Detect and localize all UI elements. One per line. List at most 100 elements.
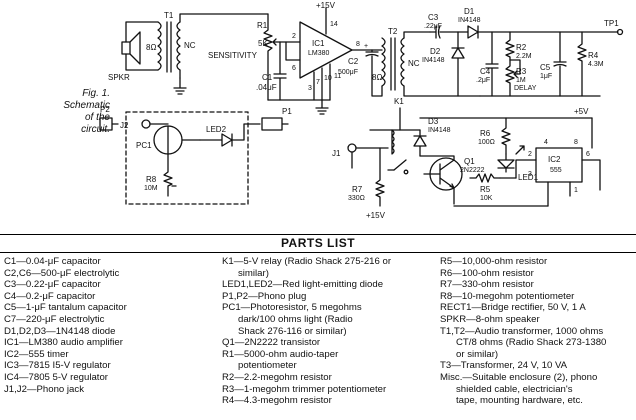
part-entry: R2—2.2-megohm resistor	[222, 371, 332, 383]
c3-value: .22μF	[424, 23, 442, 30]
c4-label: C4	[480, 67, 491, 76]
part-entry: R8—10-megohm potentiometer	[440, 290, 575, 302]
t1-secondary-label: NC	[184, 41, 196, 50]
transformer-t1	[157, 13, 269, 79]
part-entry: R5—10,000-ohm resistor	[440, 256, 548, 267]
capacitor-c4	[485, 31, 499, 97]
c4-value: .2μF	[476, 77, 490, 84]
phono-plug-p2	[99, 117, 119, 131]
r3-name: DELAY	[514, 85, 537, 92]
supply-bottom-label: +15V	[366, 211, 386, 220]
ic1-part: LM380	[308, 50, 330, 57]
r2-label: R2	[516, 43, 527, 52]
parts-list-title: PARTS LIST	[0, 234, 636, 253]
t2-label: T2	[388, 27, 398, 36]
d2-label: D2	[430, 47, 441, 56]
part-entry: P1,P2—Phono plug	[222, 290, 307, 302]
capacitor-c2	[365, 49, 383, 79]
parts-column-1: C1—0.04-μF capacitor C2,C6—500-μF electr…	[4, 256, 209, 395]
p2-label: P2	[100, 105, 110, 114]
parts-column-3: R5—10,000-ohm resistor R6—100-ohm resist…	[440, 256, 634, 407]
j2-label: J2	[120, 121, 129, 130]
part-entry: C7—220-μF electrolytic	[4, 313, 105, 325]
resistor-r4	[559, 31, 601, 97]
ic2-pin6: 6	[586, 151, 590, 158]
part-entry: IC1—LM380 audio amplifier	[4, 337, 123, 349]
part-entry: R1—5000-ohm audio-taper potentiometer	[222, 348, 339, 372]
phono-plug-p1	[261, 117, 289, 131]
r1-label: R1	[257, 21, 268, 30]
part-entry: RECT1—Bridge rectifier, 50 V, 1 A	[440, 302, 586, 314]
r3-label: R3	[516, 67, 527, 76]
r5-value: 10K	[480, 195, 493, 202]
diode-d2	[451, 31, 465, 97]
transformer-t2	[371, 31, 481, 97]
part-entry: T1,T2—Audio transformer, 1000 ohms CT/8 …	[440, 325, 607, 360]
led-led1	[497, 145, 525, 173]
ic2-pin2: 2	[528, 151, 532, 158]
ic2-pin1: 1	[574, 187, 578, 194]
part-entry: IC2—555 timer	[4, 348, 69, 360]
c1-label: C1	[262, 73, 273, 82]
r2-value: 2.2M	[516, 53, 532, 60]
p1-label: P1	[282, 107, 292, 116]
c2-plus: +	[364, 43, 368, 50]
ic2-pin8: 8	[574, 139, 578, 146]
resistor-r7	[375, 147, 385, 207]
supply-top-label: +15V	[316, 1, 336, 10]
d3-label: D3	[428, 117, 439, 126]
part-entry: R4—4.3-megohm resistor	[222, 395, 332, 407]
sensor-assembly	[125, 111, 261, 205]
r5-label: R5	[480, 185, 491, 194]
caption-line: circuit.	[81, 124, 110, 135]
capacitor-c5	[553, 31, 567, 97]
ground-symbol	[173, 77, 187, 95]
jack-j1	[347, 143, 389, 169]
part-entry: D1,D2,D3—1N4148 diode	[4, 325, 116, 337]
t2-primary-label: 8Ω	[372, 73, 382, 82]
part-entry: C4—0.2-μF capacitor	[4, 290, 96, 302]
resistor-r2	[505, 31, 515, 61]
diode-d3	[413, 129, 427, 157]
circuit-schematic: SPKR T1 8Ω NC R1 5K SENSITIVITY C1 .04μF…	[99, 1, 624, 220]
capacitor-c1	[267, 41, 331, 101]
t1-label: T1	[164, 11, 174, 20]
c5-label: C5	[540, 63, 551, 72]
caption-line: of the	[84, 112, 110, 123]
t2-secondary-label: NC	[408, 59, 420, 68]
part-entry: T3—Transformer, 24 V, 10 VA	[440, 360, 568, 372]
part-entry: Misc.—Suitable enclosure (2), phono shie…	[440, 371, 598, 407]
r8-label: R8	[146, 175, 157, 184]
r7-value: 330Ω	[348, 195, 365, 202]
capacitor-c3	[429, 25, 459, 39]
r6-label: R6	[480, 129, 491, 138]
r7-label: R7	[352, 185, 363, 194]
tp1-label: TP1	[604, 19, 619, 28]
figure-caption: Fig. 1. Schematic of the circuit.	[36, 88, 110, 136]
t1-primary-label: 8Ω	[146, 43, 156, 52]
led1-label: LED1	[518, 173, 539, 182]
part-entry: SPKR—8-ohm speaker	[440, 313, 540, 325]
j1-label: J1	[332, 149, 341, 158]
d1-label: D1	[464, 7, 475, 16]
c2-label: C2	[348, 57, 359, 66]
r6-value: 100Ω	[478, 139, 495, 146]
potentiometer-r3	[479, 59, 561, 97]
diode-d1	[457, 25, 619, 39]
part-entry: C2,C6—500-μF electrolytic	[4, 267, 120, 279]
part-entry: R6—100-ohm resistor	[440, 267, 534, 279]
c5-value: 1μF	[540, 73, 552, 80]
r4-value: 4.3M	[588, 61, 604, 68]
part-entry: K1—5-V relay (Radio Shack 275-216 or sim…	[222, 256, 392, 279]
part-entry: IC4—7805 5-V regulator	[4, 371, 108, 383]
q1-label: Q1	[464, 157, 475, 166]
amplifier-ic1	[285, 7, 373, 101]
pin2-label: 2	[292, 33, 296, 40]
k1-label: K1	[394, 97, 404, 106]
part-entry: PC1—Photoresistor, 5 megohms dark/100 oh…	[222, 302, 362, 337]
part-entry: IC3—7815 I5-V regulator	[4, 360, 111, 372]
resistor-r5	[469, 173, 517, 183]
ic2-label: IC2	[548, 155, 561, 164]
led2-label: LED2	[206, 125, 227, 134]
transistor-q1	[419, 155, 463, 205]
